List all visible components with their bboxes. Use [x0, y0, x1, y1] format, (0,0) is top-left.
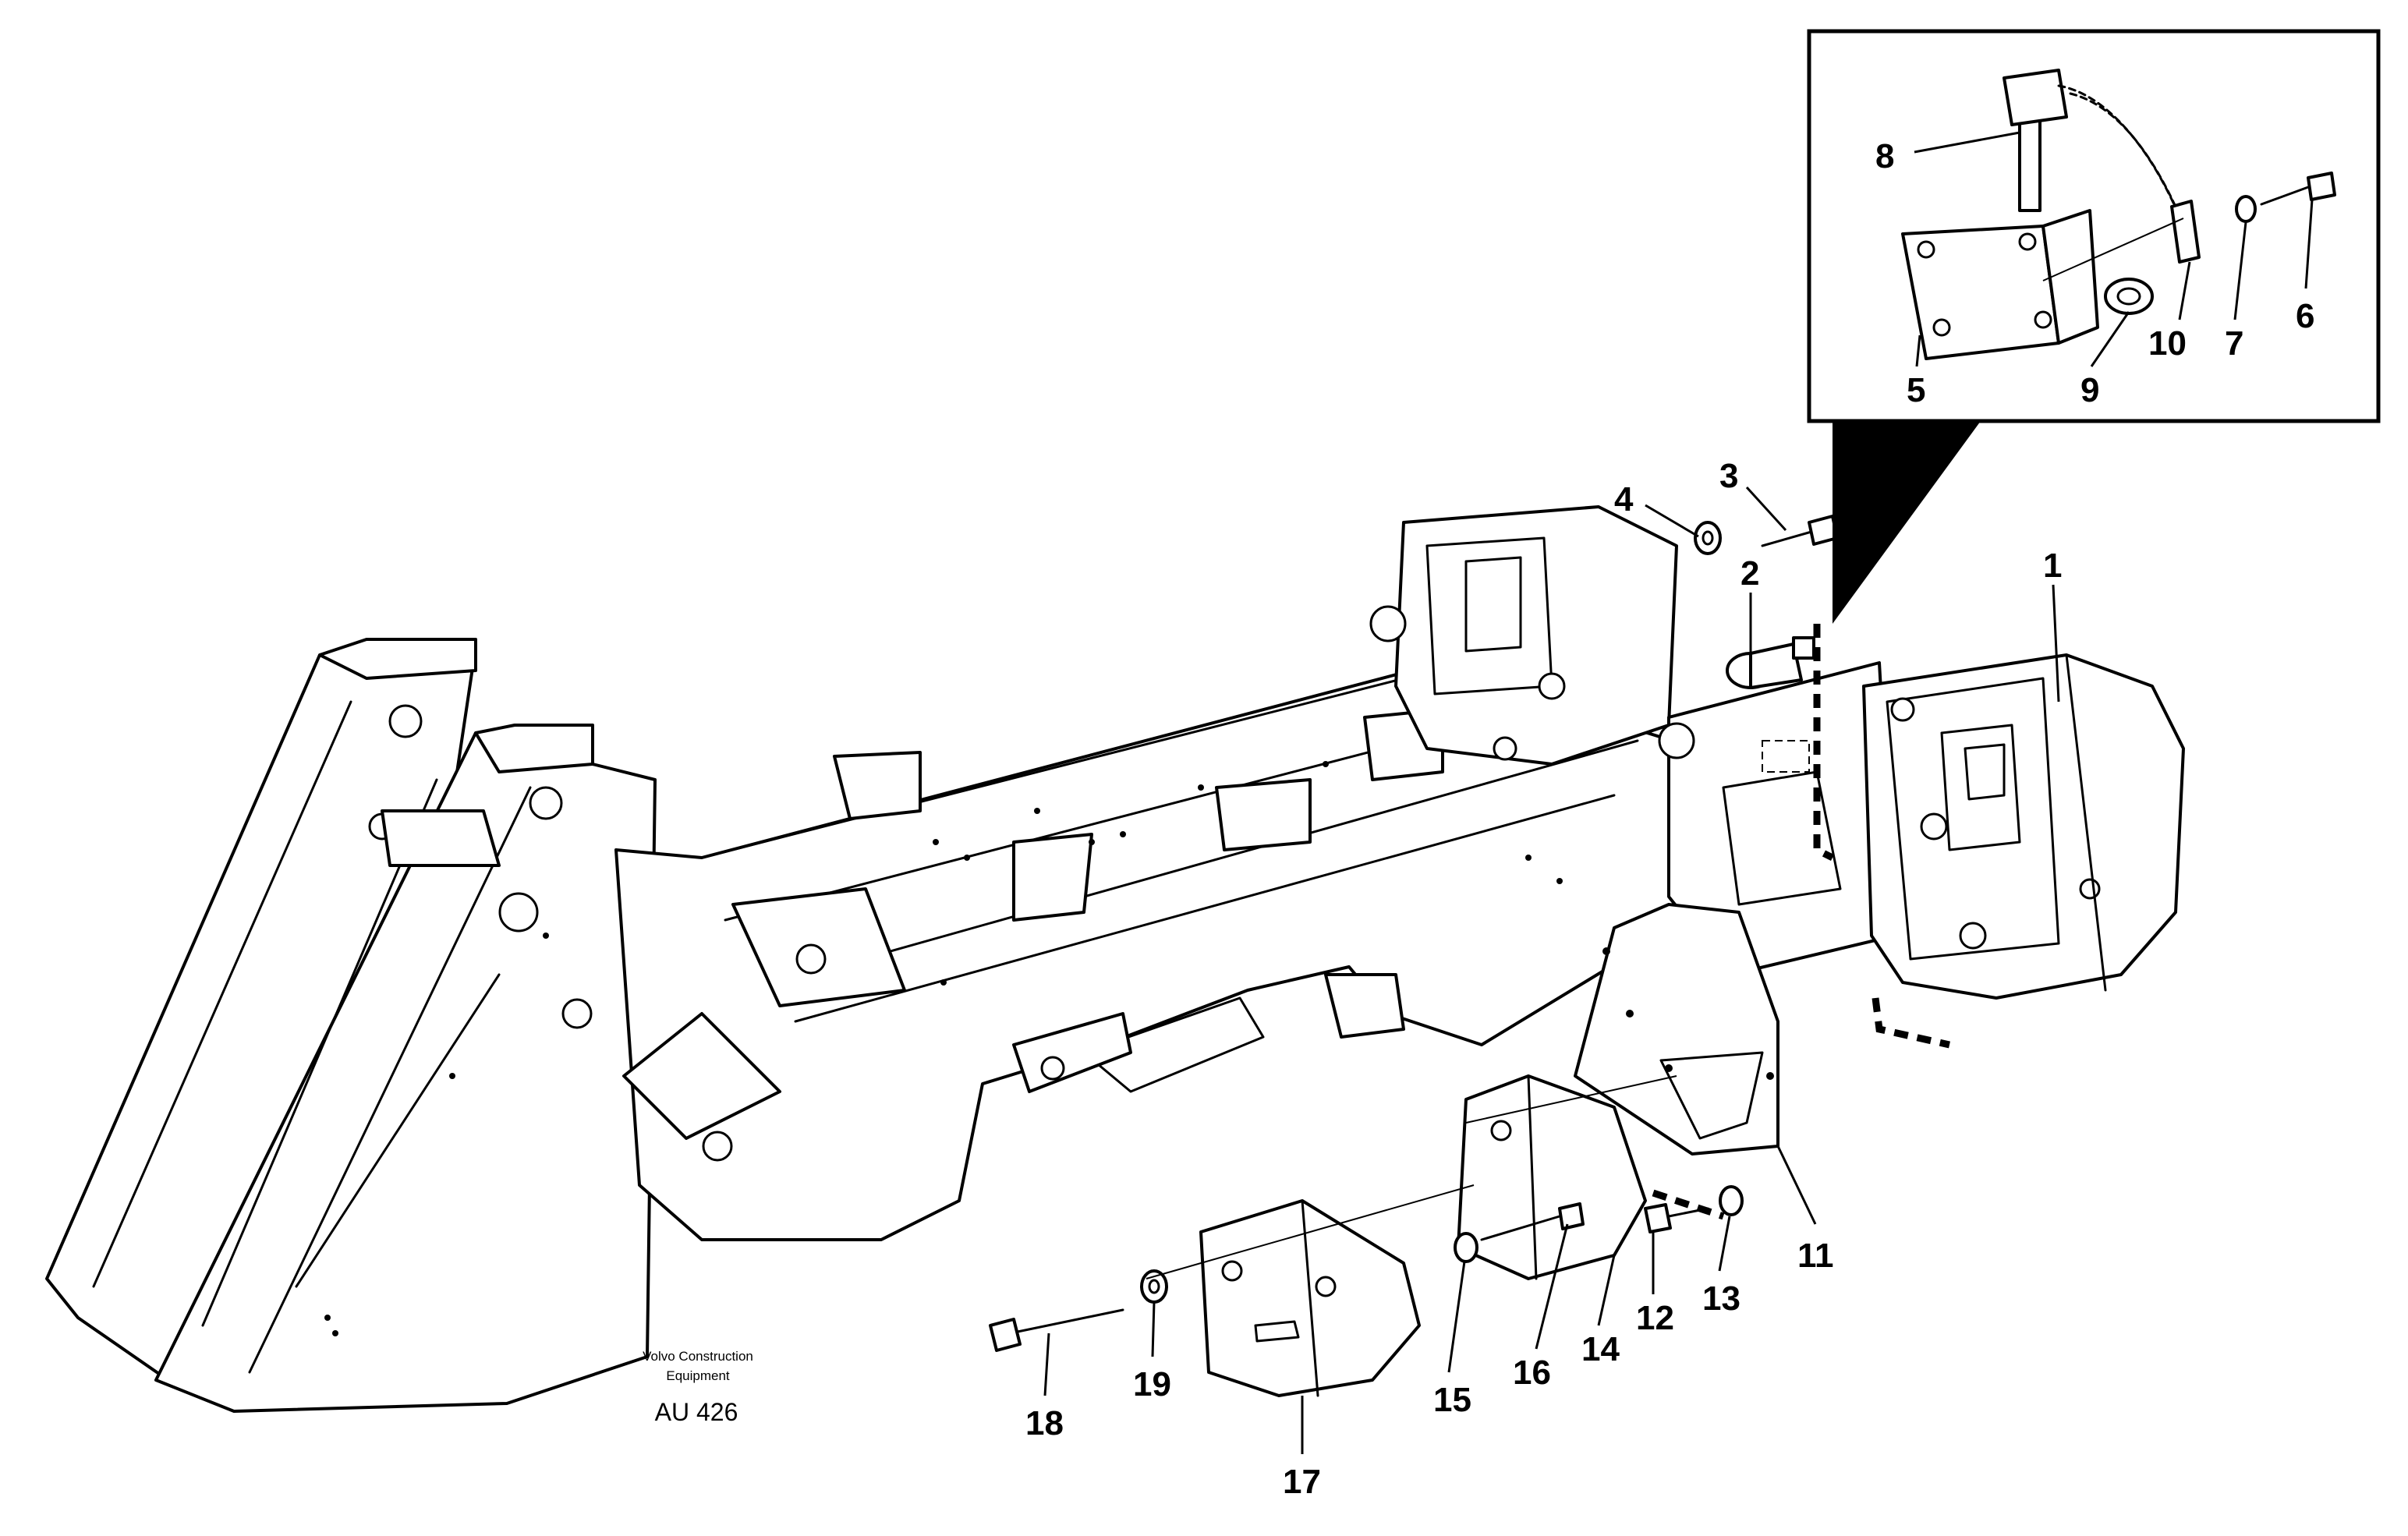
leader-lines	[1043, 131, 2314, 1454]
callout-11: 11	[1797, 1237, 1834, 1275]
callout-3: 3	[1719, 457, 1738, 495]
callout-15: 15	[1433, 1381, 1471, 1419]
callout-10: 10	[2148, 324, 2187, 363]
callout-2: 2	[1740, 554, 1759, 593]
wear-block-front	[1199, 1199, 1421, 1397]
callout-5: 5	[1907, 371, 1925, 409]
detail-inset	[1807, 29, 2381, 624]
callout-6: 6	[2296, 297, 2314, 335]
callout-19: 19	[1133, 1365, 1171, 1403]
washer-4	[1694, 521, 1722, 555]
dashed-routing	[1652, 624, 1950, 1220]
washer-15	[1454, 1232, 1478, 1263]
drawing-code: AU 426	[655, 1398, 738, 1426]
washer-13	[1719, 1185, 1744, 1216]
publisher-caption: Volvo Construction Equipment AU 426	[643, 1349, 753, 1426]
callout-12: 12	[1636, 1299, 1674, 1337]
washer-19	[1140, 1269, 1168, 1304]
callout-18: 18	[1025, 1404, 1064, 1442]
callout-9: 9	[2080, 371, 2099, 409]
bolt-18	[989, 1308, 1124, 1352]
bracket-plate	[1574, 903, 1779, 1156]
callout-4: 4	[1614, 480, 1634, 518]
loader-frame	[45, 505, 1896, 1413]
bolt-3	[1761, 515, 1839, 547]
callout-1: 1	[2043, 547, 2062, 585]
wear-block-rear	[1457, 1074, 1647, 1280]
callout-16: 16	[1513, 1354, 1551, 1392]
bolt-16	[1480, 1202, 1585, 1241]
rear-light	[1726, 636, 1815, 689]
callout-17: 17	[1283, 1463, 1321, 1501]
counterweight	[1862, 653, 2185, 1000]
callout-13: 13	[1702, 1279, 1740, 1318]
callout-8: 8	[1875, 137, 1894, 175]
frame-bolt-dots	[324, 761, 1563, 1336]
caption-line-1: Volvo Construction	[643, 1349, 753, 1364]
callout-7: 7	[2225, 324, 2243, 363]
callout-14: 14	[1581, 1330, 1620, 1368]
caption-line-2: Equipment	[666, 1368, 730, 1383]
callout-labels: 1 2 3 4 5 6 7 8 9 10 11 12 13 14 15 16 1…	[1025, 137, 2314, 1501]
